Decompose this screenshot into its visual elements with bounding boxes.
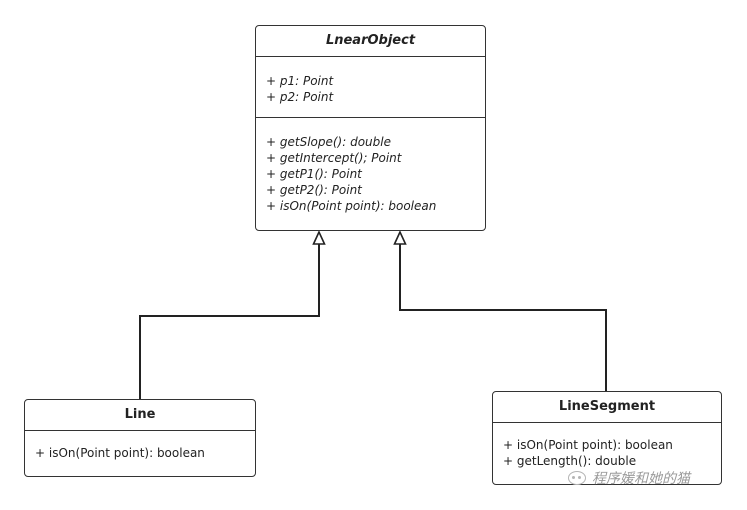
- operation: + isOn(Point point): boolean: [35, 446, 205, 460]
- operation: + getP1(): Point: [266, 167, 362, 181]
- class-line-segment[interactable]: LineSegment + isOn(Point point): boolean…: [492, 391, 722, 485]
- wechat-icon: [568, 471, 586, 485]
- class-line[interactable]: Line + isOn(Point point): boolean: [24, 399, 256, 477]
- operations-section: + isOn(Point point): boolean + getLength…: [493, 423, 721, 475]
- operation: + isOn(Point point): boolean: [503, 438, 673, 452]
- operation: + getSlope(): double: [266, 135, 391, 149]
- watermark: 程序媛和她的猫: [568, 468, 690, 488]
- inheritance-line-segment: [399, 244, 607, 391]
- operation: + getIntercept(); Point: [266, 151, 402, 165]
- class-lnear-object[interactable]: LnearObject + p1: Point + p2: Point + ge…: [255, 25, 486, 231]
- watermark-text: 程序媛和她的猫: [592, 471, 690, 487]
- operation: + getLength(): double: [503, 454, 637, 468]
- operation: + isOn(Point point): boolean: [266, 199, 437, 213]
- inheritance-line-line: [139, 244, 320, 399]
- attribute: + p1: Point: [266, 74, 334, 88]
- generalization-arrowhead-segment: [393, 230, 407, 245]
- generalization-arrowhead-line: [312, 230, 326, 245]
- attributes-section: + p1: Point + p2: Point: [256, 57, 485, 117]
- attribute: + p2: Point: [266, 90, 334, 104]
- operations-section: + getSlope(): double + getIntercept(); P…: [256, 117, 485, 220]
- operation: + getP2(): Point: [266, 183, 362, 197]
- class-name: LnearObject: [256, 26, 485, 57]
- class-name: LineSegment: [493, 392, 721, 423]
- operations-section: + isOn(Point point): boolean: [25, 431, 255, 467]
- class-name: Line: [25, 400, 255, 431]
